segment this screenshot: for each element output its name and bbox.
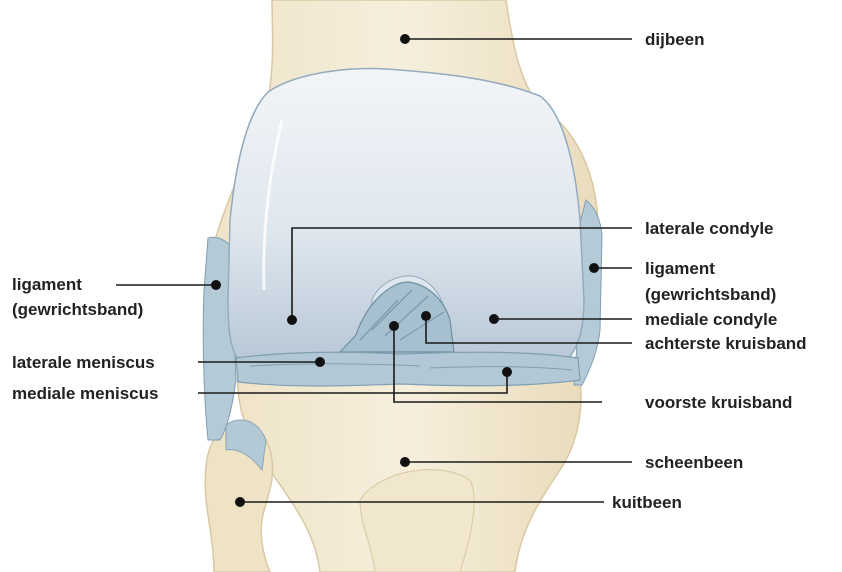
dot-kuitbeen (235, 497, 245, 507)
dot-scheenbeen (400, 457, 410, 467)
dot-ligament-right (589, 263, 599, 273)
label-mediale-condyle: mediale condyle (645, 310, 777, 329)
label-scheenbeen: scheenbeen (645, 453, 743, 472)
label-gewrichtsband-left: (gewrichtsband) (12, 300, 143, 319)
menisci (236, 352, 580, 386)
dot-laterale-meniscus (315, 357, 325, 367)
label-laterale-meniscus: laterale meniscus (12, 353, 155, 372)
dot-dijbeen (400, 34, 410, 44)
label-dijbeen: dijbeen (645, 30, 705, 49)
label-laterale-condyle: laterale condyle (645, 219, 774, 238)
dot-laterale-condyle (287, 315, 297, 325)
label-kuitbeen: kuitbeen (612, 493, 682, 512)
dot-achterste-kruisband (421, 311, 431, 321)
label-achterste-kruisband: achterste kruisband (645, 334, 807, 353)
label-gewrichtsband-right: (gewrichtsband) (645, 285, 776, 304)
dot-mediale-condyle (489, 314, 499, 324)
label-mediale-meniscus: mediale meniscus (12, 384, 158, 403)
tibia-tuberosity (360, 470, 474, 572)
label-ligament-right: ligament (645, 259, 715, 278)
dot-ligament-left (211, 280, 221, 290)
dot-voorste-kruisband (389, 321, 399, 331)
label-voorste-kruisband: voorste kruisband (645, 393, 792, 412)
label-ligament-left: ligament (12, 275, 82, 294)
dot-mediale-meniscus (502, 367, 512, 377)
